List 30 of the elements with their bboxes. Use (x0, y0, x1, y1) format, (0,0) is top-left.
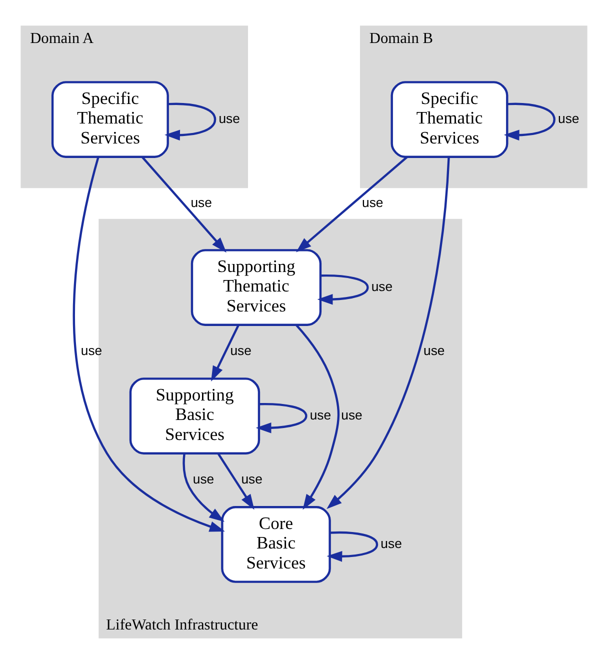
node-box: Specific Thematic Services (51, 81, 169, 158)
edge-label: use (190, 194, 212, 210)
node-box: Supporting Basic Services (129, 378, 260, 454)
node-box: Specific Thematic Services (390, 81, 508, 158)
arrow (164, 102, 216, 141)
arrow (256, 402, 308, 434)
edge-label: use (371, 278, 393, 294)
edge-label: use (310, 407, 332, 422)
edge-label: use (424, 343, 445, 358)
edge-label: use (241, 472, 262, 487)
arrow (296, 324, 340, 510)
edge-label: use (558, 110, 580, 126)
edge-label: use (362, 194, 384, 210)
arrow (326, 531, 378, 562)
edge-label: use (341, 407, 362, 422)
arrow (217, 453, 254, 510)
node-box: Core Basic Services (221, 506, 331, 583)
arrow (326, 157, 450, 510)
edge-label: use (218, 110, 240, 126)
node-box: Supporting Thematic Services (190, 249, 322, 326)
arrow (296, 156, 408, 252)
arrow (182, 453, 225, 522)
edge-label: use (380, 536, 402, 551)
edge-label: use (230, 343, 252, 358)
arrow (504, 102, 556, 141)
arrow (72, 157, 225, 532)
arrow (317, 274, 369, 305)
edge-label: use (192, 472, 214, 487)
arrow (211, 324, 240, 382)
arrow (141, 156, 226, 253)
